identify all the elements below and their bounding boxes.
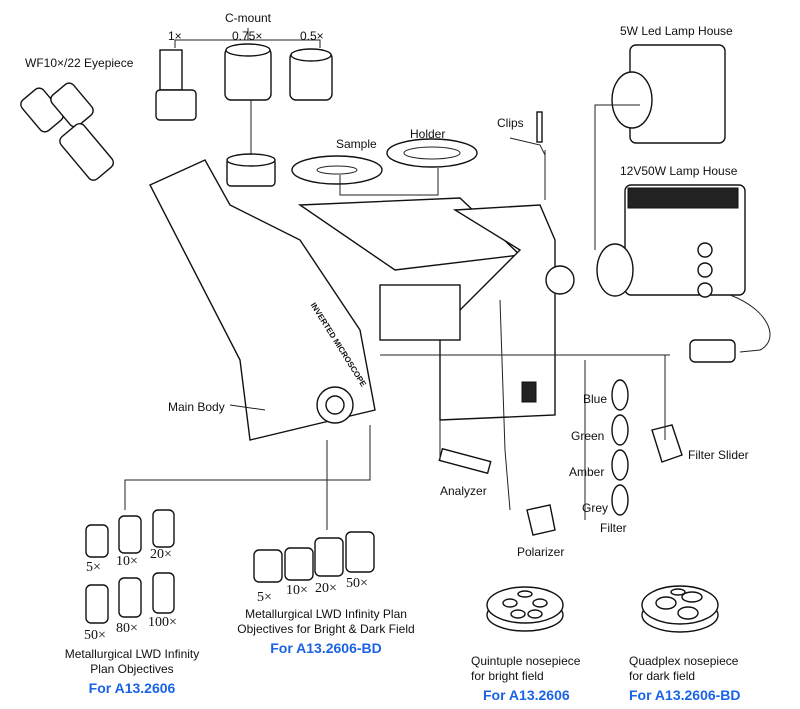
filter-blue-label: Blue	[583, 392, 608, 406]
quintuple-line-1: Quintuple nosepiece	[471, 654, 581, 668]
objective-20x-label: 20×	[150, 547, 172, 562]
c-mount-1x-label: 1×	[168, 29, 182, 43]
filter-green-label: Green	[571, 429, 605, 443]
sample-label: Sample	[336, 137, 377, 151]
led-lamp-house-label: 5W Led Lamp House	[620, 24, 733, 38]
objectives-bd-model: For A13.2606-BD	[270, 640, 382, 656]
objectives-bright-title-1: Metallurgical LWD Infinity	[64, 647, 200, 661]
sample-holder-drawing	[291, 111, 546, 185]
objective-100x-label: 100×	[148, 615, 177, 630]
c-mount-075x-label: 0.75×	[232, 29, 263, 43]
analyzer-label: Analyzer	[440, 484, 487, 498]
quadplex-line-2: for dark field	[629, 669, 696, 683]
quadplex-model: For A13.2606-BD	[629, 687, 741, 703]
c-mount-label: C-mount	[225, 11, 272, 25]
quadplex-line-1: Quadplex nosepiece	[629, 654, 739, 668]
quadplex-nosepiece-caption: Quadplex nosepiece for dark field For A1…	[629, 654, 741, 703]
main-body-label: Main Body	[168, 400, 225, 414]
filter-grey-label: Grey	[582, 501, 609, 515]
filter-amber-label: Amber	[569, 465, 605, 479]
objective-bd-50x-label: 50×	[346, 576, 368, 591]
objectives-bd-title-1: Metallurgical LWD Infinity Plan	[245, 607, 407, 621]
objective-10x-label: 10×	[116, 554, 138, 569]
objectives-bright-caption: Metallurgical LWD Infinity Plan Objectiv…	[65, 647, 199, 696]
objective-80x-label: 80×	[116, 621, 138, 636]
quintuple-line-2: for bright field	[471, 669, 544, 683]
leader-lines	[124, 28, 670, 530]
c-mount-drawings	[155, 43, 333, 187]
objectives-bd-drawings	[253, 531, 375, 583]
polarizer-label: Polarizer	[517, 545, 565, 559]
filter-label: Filter	[600, 521, 627, 535]
objective-bd-20x-label: 20×	[315, 581, 337, 596]
quintuple-nosepiece-caption: Quintuple nosepiece for bright field For…	[471, 654, 580, 703]
objectives-bd-caption: Metallurgical LWD Infinity Plan Objectiv…	[237, 607, 414, 656]
lamp-house-drawings	[596, 44, 771, 363]
objective-50x-label: 50×	[84, 628, 106, 643]
clips-label: Clips	[497, 116, 524, 130]
objective-bd-5x-label: 5×	[257, 590, 272, 605]
c-mount-05x-label: 0.5×	[300, 29, 324, 43]
objective-5x-label: 5×	[86, 560, 101, 575]
halogen-lamp-house-label: 12V50W Lamp House	[620, 164, 738, 178]
quintuple-model: For A13.2606	[483, 687, 570, 703]
quadplex-nosepiece-drawing	[641, 585, 719, 633]
holder-label: Holder	[410, 127, 446, 141]
main-body-drawing	[149, 159, 575, 441]
objectives-bright-title-2: Plan Objectives	[90, 662, 174, 676]
filter-slider-label: Filter Slider	[688, 448, 749, 462]
objectives-bd-title-2: Objectives for Bright & Dark Field	[237, 622, 415, 636]
filter-drawings	[438, 379, 683, 536]
eyepiece-drawing	[20, 82, 115, 181]
objectives-bright-model: For A13.2606	[88, 680, 176, 696]
eyepiece-label: WF10×/22 Eyepiece	[25, 56, 134, 70]
objective-bd-10x-label: 10×	[286, 583, 308, 598]
objectives-bright-drawings	[85, 509, 175, 624]
quintuple-nosepiece-drawing	[486, 586, 564, 632]
